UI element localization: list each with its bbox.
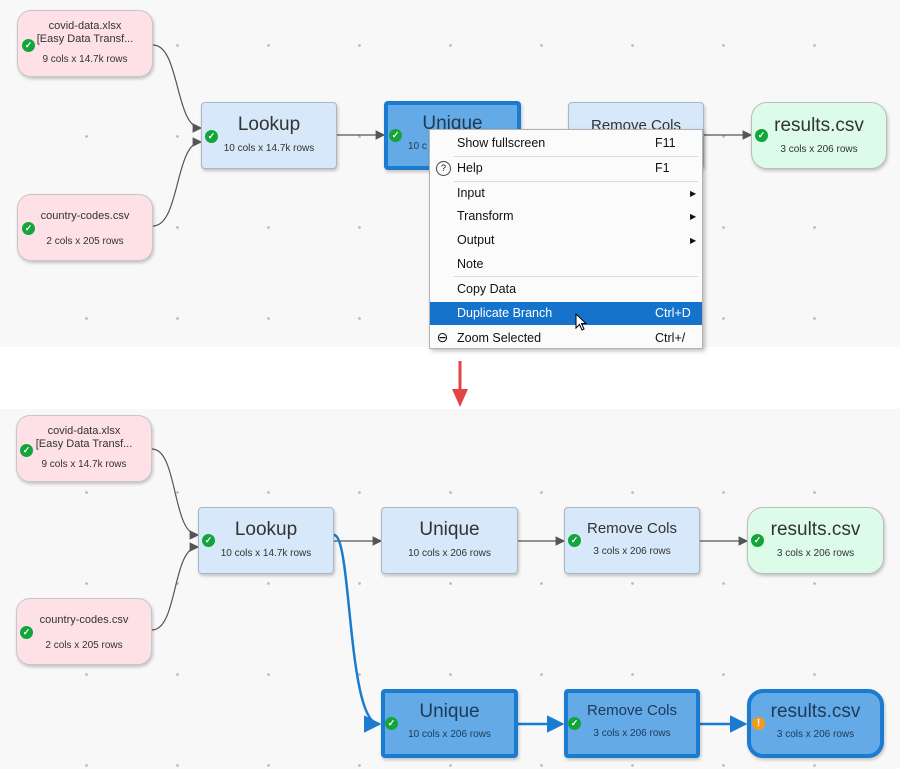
node-results-csv[interactable]: results.csv 3 cols x 206 rows ✓ bbox=[751, 102, 887, 169]
node-subtitle: 2 cols x 205 rows bbox=[46, 236, 124, 247]
wire-covid-lookup bbox=[151, 448, 200, 540]
node-title-line2: [Easy Data Transf... bbox=[35, 438, 133, 450]
wire-country-lookup bbox=[152, 137, 203, 227]
submenu-arrow-icon: ▶ bbox=[690, 236, 697, 245]
check-icon: ✓ bbox=[20, 626, 33, 639]
node-title: Lookup bbox=[234, 519, 298, 540]
menu-separator bbox=[454, 156, 698, 157]
mouse-cursor-icon bbox=[575, 313, 588, 331]
submenu-arrow-icon: ▶ bbox=[690, 189, 697, 198]
menu-item-transform[interactable]: Transform ▶ bbox=[430, 205, 702, 228]
node-unique[interactable]: Unique 10 cols x 206 rows bbox=[381, 507, 518, 574]
node-title: country-codes.csv bbox=[40, 210, 130, 222]
menu-item-help[interactable]: ? Help F1 bbox=[430, 157, 702, 180]
menu-separator bbox=[454, 276, 698, 277]
node-title: results.csv bbox=[774, 115, 864, 136]
menu-item-label: Help bbox=[457, 161, 483, 175]
down-arrow-icon bbox=[452, 361, 468, 407]
menu-item-show-fullscreen[interactable]: Show fullscreen F11 bbox=[430, 132, 702, 155]
context-menu: Show fullscreen F11 ? Help F1 Input ▶ Tr… bbox=[429, 129, 703, 349]
node-lookup[interactable]: Lookup 10 cols x 14.7k rows ✓ bbox=[201, 102, 337, 169]
check-icon: ✓ bbox=[568, 717, 581, 730]
node-covid-data[interactable]: covid-data.xlsx [Easy Data Transf... 9 c… bbox=[17, 10, 153, 77]
canvas-after[interactable]: covid-data.xlsx [Easy Data Transf... 9 c… bbox=[0, 409, 900, 769]
menu-item-zoom-selected[interactable]: ⊖ Zoom Selected Ctrl+/ bbox=[430, 327, 702, 348]
menu-item-label: Transform bbox=[457, 209, 514, 223]
warning-icon: ! bbox=[752, 717, 765, 730]
node-subtitle: 3 cols x 206 rows bbox=[593, 546, 671, 557]
node-title: Unique bbox=[419, 519, 480, 540]
node-title: Lookup bbox=[237, 114, 301, 135]
wire-covid-lookup bbox=[152, 44, 203, 133]
menu-item-label: Output bbox=[457, 233, 495, 247]
wire-country-lookup bbox=[151, 542, 200, 631]
menu-item-copy-data[interactable]: Copy Data bbox=[430, 278, 702, 301]
node-subtitle: 10 cols x 14.7k rows bbox=[220, 548, 312, 559]
node-covid-data[interactable]: covid-data.xlsx [Easy Data Transf... 9 c… bbox=[16, 415, 152, 482]
node-remove-cols-duplicate[interactable]: Remove Cols 3 cols x 206 rows ✓ bbox=[564, 689, 700, 758]
node-title: Remove Cols bbox=[586, 702, 678, 719]
menu-item-input[interactable]: Input ▶ bbox=[430, 182, 702, 205]
menu-item-duplicate-branch[interactable]: Duplicate Branch Ctrl+D bbox=[430, 302, 702, 325]
check-icon: ✓ bbox=[568, 534, 581, 547]
connections bbox=[151, 448, 749, 733]
node-subtitle: 10 cols x 206 rows bbox=[408, 548, 491, 559]
menu-item-label: Duplicate Branch bbox=[457, 306, 553, 320]
node-subtitle: 10 cols x 206 rows bbox=[408, 729, 491, 740]
zoom-icon: ⊖ bbox=[436, 329, 449, 345]
menu-item-shortcut: F1 bbox=[655, 161, 670, 175]
canvas-before[interactable]: covid-data.xlsx [Easy Data Transf... 9 c… bbox=[0, 0, 900, 349]
submenu-arrow-icon: ▶ bbox=[690, 212, 697, 221]
wire-lookup-unique2 bbox=[333, 533, 382, 733]
node-subtitle: 9 cols x 14.7k rows bbox=[42, 54, 128, 65]
node-title: covid-data.xlsx bbox=[47, 425, 121, 437]
menu-separator bbox=[454, 181, 698, 182]
check-icon: ✓ bbox=[202, 534, 215, 547]
check-icon: ✓ bbox=[22, 222, 35, 235]
check-icon: ✓ bbox=[22, 39, 35, 52]
node-title: Remove Cols bbox=[586, 520, 678, 537]
menu-item-shortcut: Ctrl+/ bbox=[655, 331, 686, 345]
menu-item-note[interactable]: Note bbox=[430, 253, 702, 276]
node-subtitle: 9 cols x 14.7k rows bbox=[41, 459, 127, 470]
connections bbox=[152, 44, 753, 227]
menu-item-label: Zoom Selected bbox=[457, 331, 542, 345]
node-results-csv[interactable]: results.csv 3 cols x 206 rows ✓ bbox=[747, 507, 884, 574]
menu-item-shortcut: F11 bbox=[655, 136, 676, 150]
menu-item-label: Copy Data bbox=[457, 282, 517, 296]
node-subtitle: 2 cols x 205 rows bbox=[45, 640, 123, 651]
check-icon: ✓ bbox=[751, 534, 764, 547]
node-title-line2: [Easy Data Transf... bbox=[36, 33, 134, 45]
menu-item-output[interactable]: Output ▶ bbox=[430, 229, 702, 252]
node-lookup[interactable]: Lookup 10 cols x 14.7k rows ✓ bbox=[198, 507, 334, 574]
check-icon: ✓ bbox=[20, 444, 33, 457]
menu-item-label: Input bbox=[457, 186, 485, 200]
node-country-codes[interactable]: country-codes.csv 2 cols x 205 rows ✓ bbox=[17, 194, 153, 261]
node-title: results.csv bbox=[770, 701, 861, 722]
node-title: covid-data.xlsx bbox=[48, 20, 122, 32]
node-title: results.csv bbox=[770, 519, 861, 540]
node-subtitle: 3 cols x 206 rows bbox=[593, 728, 671, 739]
node-subtitle: 3 cols x 206 rows bbox=[776, 729, 855, 740]
check-icon: ✓ bbox=[205, 130, 218, 143]
node-subtitle: 3 cols x 206 rows bbox=[776, 548, 855, 559]
node-title: Unique bbox=[422, 113, 483, 134]
node-subtitle: 10 cols x 14.7k rows bbox=[223, 143, 315, 154]
help-icon: ? bbox=[436, 161, 451, 176]
check-icon: ✓ bbox=[389, 129, 402, 142]
node-subtitle: 10 c bbox=[408, 141, 427, 152]
node-title: Unique bbox=[419, 701, 480, 722]
menu-item-label: Show fullscreen bbox=[457, 136, 546, 150]
check-icon: ✓ bbox=[755, 129, 768, 142]
node-title: country-codes.csv bbox=[39, 614, 129, 626]
node-subtitle: 3 cols x 206 rows bbox=[780, 144, 858, 155]
node-unique-duplicate[interactable]: Unique 10 cols x 206 rows ✓ bbox=[381, 689, 518, 758]
menu-item-label: Note bbox=[457, 257, 484, 271]
node-results-csv-duplicate[interactable]: results.csv 3 cols x 206 rows ! bbox=[747, 689, 884, 758]
menu-item-shortcut: Ctrl+D bbox=[655, 306, 691, 320]
node-remove-cols[interactable]: Remove Cols 3 cols x 206 rows ✓ bbox=[564, 507, 700, 574]
check-icon: ✓ bbox=[385, 717, 398, 730]
node-country-codes[interactable]: country-codes.csv 2 cols x 205 rows ✓ bbox=[16, 598, 152, 665]
